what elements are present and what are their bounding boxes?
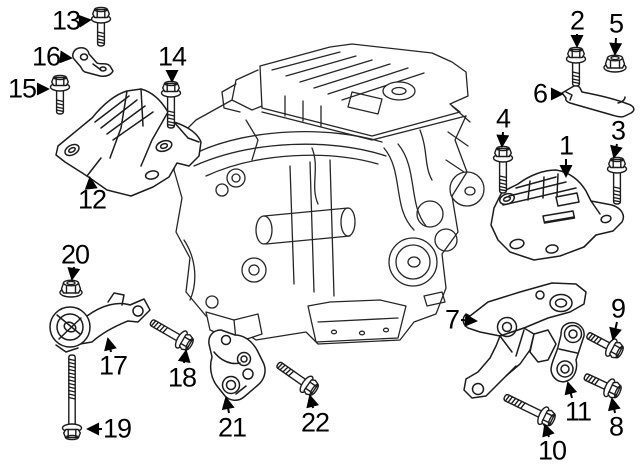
callout-arrow-17 xyxy=(104,337,117,353)
callout-label-9: 9 xyxy=(610,293,626,324)
part-12-engine-mount-left xyxy=(55,88,202,197)
callout-arrow-8 xyxy=(607,397,621,414)
callout-label-7: 7 xyxy=(444,304,460,335)
callout-label-8: 8 xyxy=(608,411,624,442)
callout-label-5: 5 xyxy=(608,8,624,39)
callout-label-21: 21 xyxy=(217,412,247,443)
part-1-engine-mount-right xyxy=(490,169,625,261)
callout-label-22: 22 xyxy=(300,407,330,438)
callout-label-10: 10 xyxy=(537,435,567,466)
part-15-bolt xyxy=(49,74,71,115)
callout-label-11: 11 xyxy=(564,396,592,427)
callout-arrow-7 xyxy=(460,313,478,327)
part-17-torque-strut-mount xyxy=(49,292,151,353)
callout-label-14: 14 xyxy=(157,41,187,72)
part-5-nut xyxy=(603,54,627,73)
callout-label-17: 17 xyxy=(98,350,128,381)
callout-arrow-3 xyxy=(610,143,623,159)
callout-arrow-21 xyxy=(221,396,235,414)
callout-label-4: 4 xyxy=(495,103,511,134)
engine-assembly-illustration xyxy=(173,43,485,345)
part-19-bolt xyxy=(61,354,83,441)
part-7-mount-support-bracket xyxy=(462,282,587,399)
part-16-small-mount-bracket xyxy=(72,47,114,77)
callout-arrow-9 xyxy=(609,321,622,341)
callout-arrow-11 xyxy=(564,381,578,399)
callout-arrow-5 xyxy=(609,37,623,56)
callout-label-3: 3 xyxy=(610,115,626,146)
callout-label-19: 19 xyxy=(102,413,132,444)
part-18-bolt xyxy=(145,313,197,355)
part-9-bolt xyxy=(582,325,627,363)
callout-label-1: 1 xyxy=(558,130,574,161)
callout-arrow-16 xyxy=(59,50,73,64)
callout-label-16: 16 xyxy=(31,41,61,72)
callout-arrows xyxy=(36,14,623,438)
callout-label-20: 20 xyxy=(60,239,90,270)
callout-arrow-20 xyxy=(67,266,81,281)
callout-arrow-13 xyxy=(78,14,92,28)
callout-arrow-22 xyxy=(306,394,319,409)
part-13-bolt xyxy=(90,6,112,47)
callout-arrow-10 xyxy=(542,423,555,438)
part-20-nut xyxy=(59,279,83,298)
callout-arrow-4 xyxy=(496,131,510,148)
part-21-lower-mount-bracket xyxy=(208,329,266,401)
callout-label-18: 18 xyxy=(167,362,197,393)
callout-label-15: 15 xyxy=(7,73,37,104)
part-2-bolt xyxy=(565,46,587,87)
part-4-bolt xyxy=(492,145,514,194)
callout-arrow-12 xyxy=(84,176,98,190)
callout-label-2: 2 xyxy=(569,5,585,36)
callout-label-6: 6 xyxy=(532,78,548,109)
part-3-bolt xyxy=(606,156,628,205)
part-10-bolt xyxy=(499,387,559,431)
part-22-bolt xyxy=(271,355,323,400)
callout-arrow-18 xyxy=(177,349,191,364)
part-11-mount-link xyxy=(550,321,585,383)
callout-label-13: 13 xyxy=(51,5,81,36)
part-6-mount-brace-strap xyxy=(561,84,635,118)
callout-label-12: 12 xyxy=(77,184,107,215)
